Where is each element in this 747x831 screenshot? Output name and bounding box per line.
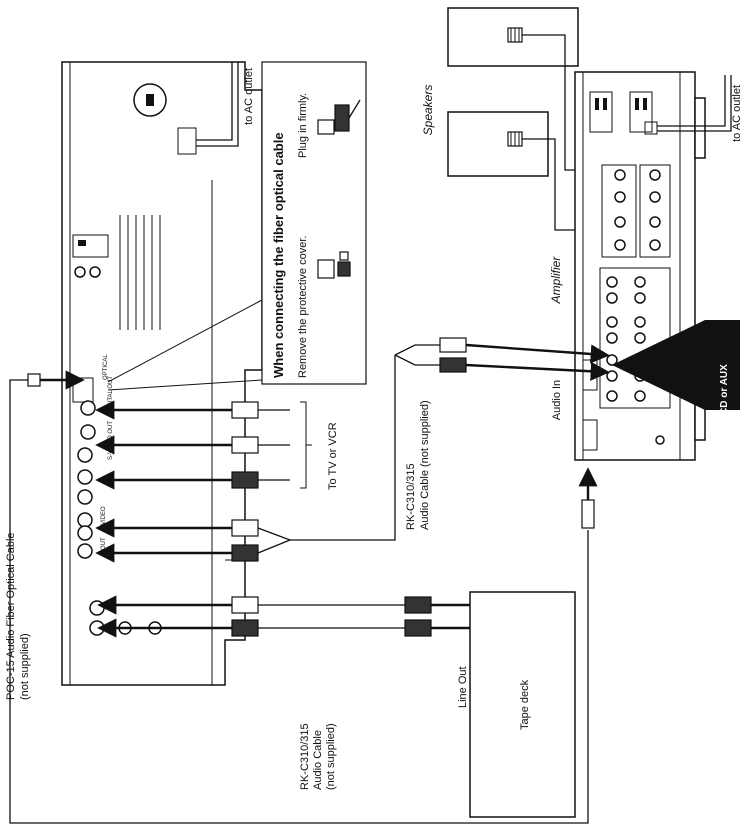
audio-in-jack-r [90, 601, 104, 615]
rk-left-line1: RK-C310/315 [299, 723, 311, 790]
s-video-jack-1 [81, 401, 95, 415]
speaker-top [448, 8, 578, 66]
fiber-step-1: Remove the protective cover. [297, 236, 309, 378]
player-ac-label: to AC outlet [243, 68, 255, 125]
tape-deck-label: Tape deck [519, 679, 531, 730]
s-video-out-label: S-VIDEO OUT [108, 421, 114, 460]
s-video-jack-2 [81, 425, 95, 439]
out-label: OUT [101, 537, 107, 550]
video-jack-4 [78, 513, 92, 527]
rk-mid-line1: RK-C310/315 [405, 463, 417, 530]
speaker-bottom [448, 112, 548, 176]
fiber-step-2: Plug in firmly. [297, 93, 309, 158]
rk-left-line2: Audio Cable [312, 730, 324, 790]
video-jack-2 [78, 470, 92, 484]
audio-in-jack-l [90, 621, 104, 635]
video-jack-3 [78, 490, 92, 504]
audio-in-label: Audio In [551, 380, 563, 420]
audio-out-jack-l [78, 544, 92, 558]
poc-line2: (not supplied) [19, 633, 31, 700]
speakers-label: Speakers [421, 85, 435, 136]
to-tv-vcr-label: To TV or VCR [327, 422, 339, 490]
video-label: VIDEO [101, 506, 107, 525]
video-jack-1 [78, 448, 92, 462]
cd-aux-label: CD or AUX [719, 364, 730, 415]
player-rear-panel: OPTICAL DIGITAL OUT S-VIDEO OUT VIDEO OU… [62, 62, 262, 685]
amplifier-label: Amplifier [549, 256, 563, 305]
amp-ac-label: to AC outlet [731, 85, 743, 142]
poc-line1: POC-15 Audio Fiber Optical Cable [5, 532, 17, 700]
rk-left-line3: (not supplied) [325, 723, 337, 790]
rk-mid-line2: Audio Cable (not supplied) [419, 400, 431, 530]
cd-aux-jack-l [607, 371, 617, 381]
audio-out-jack-r [78, 526, 92, 540]
fiber-title: When connecting the fiber optical cable [271, 132, 286, 378]
line-out-label: Line Out [457, 666, 469, 708]
